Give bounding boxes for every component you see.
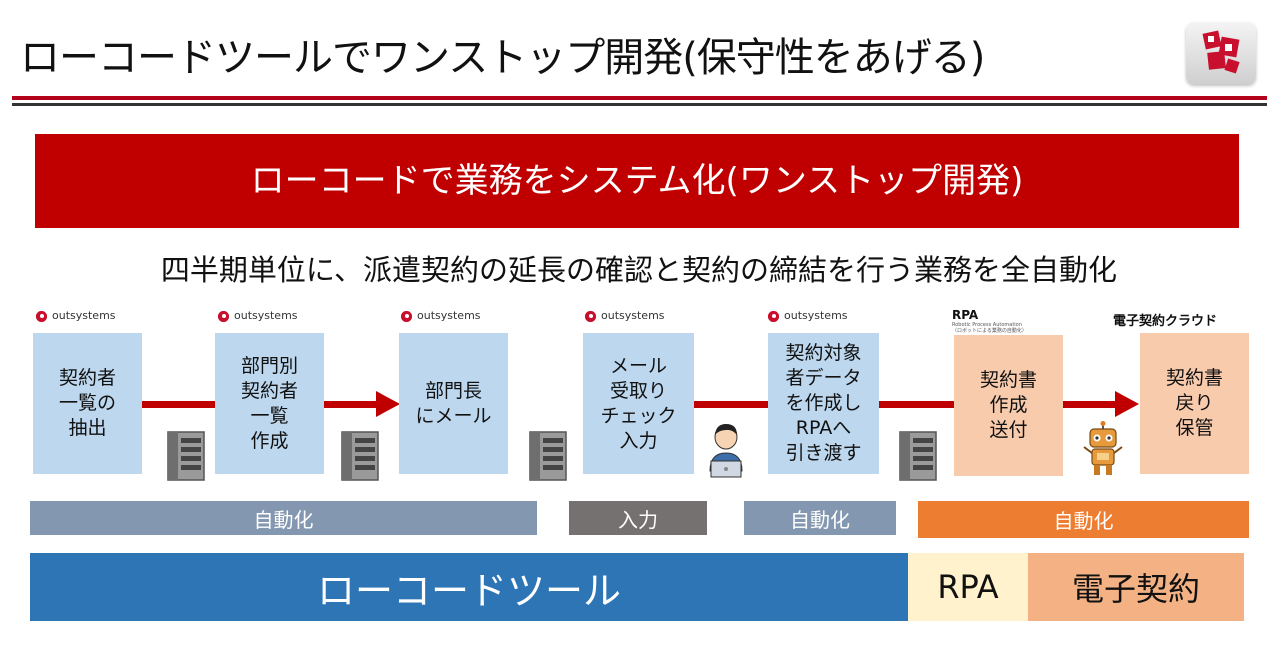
outsystems-logo: outsystems [218, 309, 298, 323]
arrow-head-icon [1115, 391, 1139, 417]
company-logo [1186, 22, 1256, 84]
server-icon [166, 430, 206, 486]
phase-bar-automation: 自動化 [30, 501, 537, 535]
process-description: 四半期単位に、派遣契約の延長の確認と契約の締結を行う業務を全自動化 [160, 253, 1118, 287]
person-laptop-icon [704, 421, 748, 483]
step-box: 部門長 にメール [399, 333, 508, 474]
server-icon [340, 430, 380, 486]
phase-bar-automation: 自動化 [744, 501, 896, 535]
step-box: メール 受取り チェック 入力 [583, 333, 694, 474]
server-icon [528, 430, 568, 486]
step-box: 契約対象 者データ を作成し RPAへ 引き渡す [768, 333, 879, 474]
step-box: 契約書 作成 送付 [954, 335, 1063, 476]
robot-icon [1081, 421, 1125, 481]
outsystems-logo: outsystems [585, 309, 665, 323]
outsystems-logo: outsystems [401, 309, 481, 323]
cloud-service-label: 電子契約クラウド [1113, 314, 1218, 329]
banner: ローコードで業務をシステム化(ワンストップ開発) [35, 134, 1239, 228]
arrow-head-icon [376, 391, 400, 417]
server-icon [898, 430, 938, 486]
outsystems-logo: outsystems [36, 309, 116, 323]
phase-bar-input: 入力 [569, 501, 707, 535]
phase-bar-automation-rpa: 自動化 [918, 501, 1249, 538]
step-box: 部門別 契約者 一覧 作成 [215, 333, 324, 474]
outsystems-icon [218, 310, 229, 322]
outsystems-icon [401, 310, 412, 322]
step-box: 契約書 戻り 保管 [1140, 333, 1249, 474]
outsystems-icon [585, 310, 596, 322]
rpa-tool-bar: RPA [908, 553, 1028, 621]
rpa-logo: RPA Robotic Process Automation （ロボットによる業… [952, 308, 1027, 335]
lowcode-tool-bar: ローコードツール [30, 553, 908, 621]
step-box: 契約者 一覧の 抽出 [33, 333, 142, 474]
header-rule-red [12, 96, 1267, 100]
outsystems-logo: outsystems [768, 309, 848, 323]
header-rule-dark [12, 103, 1267, 106]
page-title: ローコードツールでワンストップ開発(保守性をあげる) [20, 35, 985, 81]
econtract-tool-bar: 電子契約 [1028, 553, 1244, 621]
outsystems-icon [36, 310, 47, 322]
outsystems-icon [768, 310, 779, 322]
flow-line [1063, 401, 1117, 408]
